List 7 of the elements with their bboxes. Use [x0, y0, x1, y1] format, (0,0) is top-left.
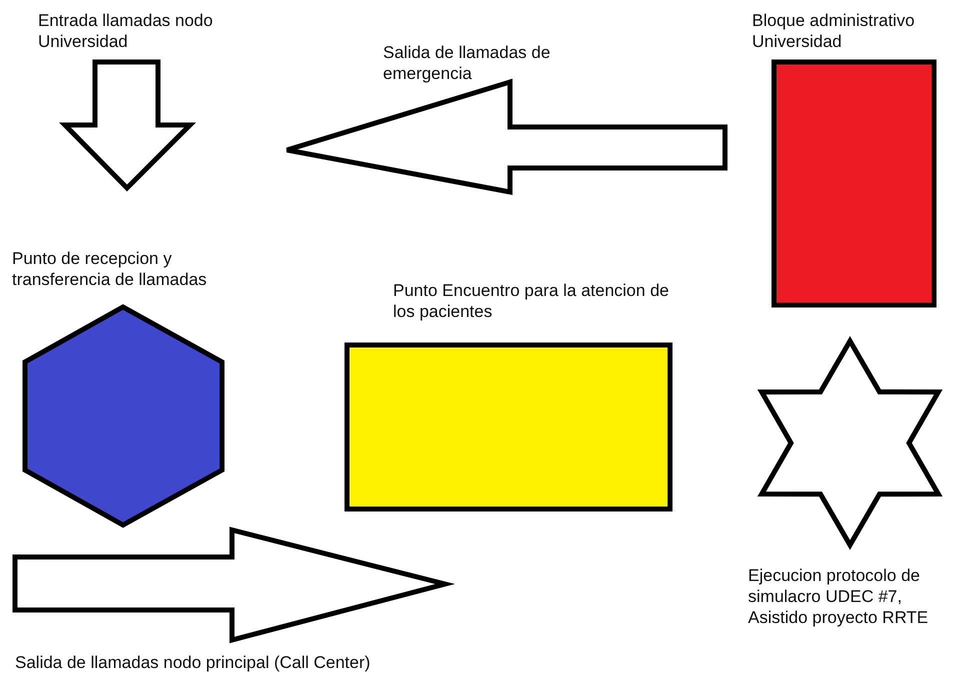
caption-text: Salida de llamadas nodo principal (Call Center) [15, 652, 372, 673]
caption-text: Punto de recepcion y transferencia de llamadas [12, 248, 208, 290]
caption-text: Ejecucion protocolo de simulacro UDEC #7, Asistido proyecto RRTE [748, 565, 930, 628]
caption-text: Bloque administrativo Universidad [752, 10, 916, 52]
caption-text: Salida de llamadas de emergencia [383, 42, 552, 84]
caption-text: Punto Encuentro para la atencion de los pacientes [393, 280, 670, 322]
caption-text: Entrada llamadas nodo Universidad [38, 10, 214, 52]
